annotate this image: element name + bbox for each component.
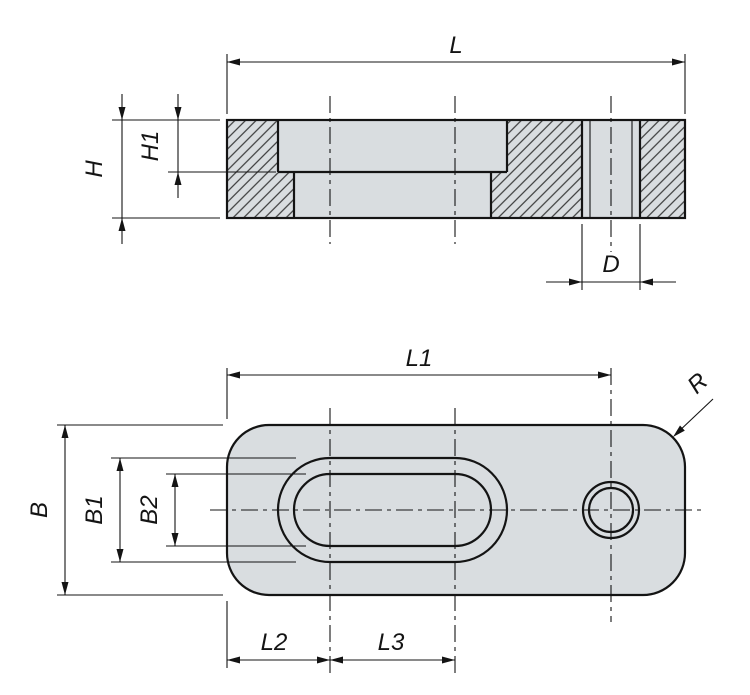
section-centerlines — [329, 96, 612, 252]
section-view: L H H1 D — [81, 32, 687, 290]
arrowhead — [227, 58, 240, 66]
dim-D: D — [546, 224, 676, 290]
dim-B2: B2 — [136, 473, 306, 547]
arrowhead — [317, 656, 330, 664]
arrowhead — [672, 58, 685, 66]
dim-label-B1: B1 — [81, 495, 108, 524]
dim-B1: B1 — [81, 457, 296, 563]
dim-label-L2: L2 — [261, 629, 288, 656]
dim-label-D: D — [602, 251, 619, 278]
dim-L2: L2 — [226, 601, 330, 668]
plan-view: L1 R B B1 B2 — [26, 345, 713, 678]
dim-label-L: L — [449, 32, 462, 59]
part-outline — [225, 118, 687, 220]
arrowhead — [227, 656, 240, 664]
arrowhead — [330, 656, 343, 664]
arrowhead — [116, 458, 124, 471]
dim-label-L3: L3 — [378, 629, 405, 656]
dim-L3: L3 — [330, 629, 455, 664]
arrowhead — [171, 474, 179, 487]
arrowhead — [598, 371, 611, 379]
dim-label-H1: H1 — [137, 131, 164, 162]
arrowhead — [61, 582, 69, 595]
dim-L1: L1 — [226, 345, 611, 419]
dim-L: L — [226, 32, 686, 114]
arrowhead — [174, 107, 182, 120]
arrowhead — [227, 371, 240, 379]
dim-R: R — [673, 368, 713, 437]
part-body-fill — [227, 120, 685, 218]
arrowhead — [118, 218, 126, 231]
plan-centerlines — [210, 368, 702, 678]
arrowhead — [61, 425, 69, 438]
arrowhead — [118, 107, 126, 120]
dim-label-B2: B2 — [136, 495, 163, 524]
hatch-middle — [491, 120, 582, 218]
hatch-right — [640, 120, 685, 218]
arrowhead — [640, 278, 653, 286]
dim-label-R: R — [682, 368, 713, 400]
section-part — [225, 118, 687, 220]
arrowhead — [174, 172, 182, 185]
dim-H1: H1 — [137, 94, 276, 198]
arrowhead — [171, 533, 179, 546]
dim-label-H: H — [81, 160, 108, 178]
arrowhead — [116, 549, 124, 562]
dim-label-L1: L1 — [406, 345, 433, 372]
arrowhead — [673, 425, 685, 437]
dim-B: B — [26, 424, 223, 596]
dim-label-B: B — [26, 502, 53, 518]
arrowhead — [442, 656, 455, 664]
arrowhead — [569, 278, 582, 286]
dim-H: H — [81, 94, 220, 244]
